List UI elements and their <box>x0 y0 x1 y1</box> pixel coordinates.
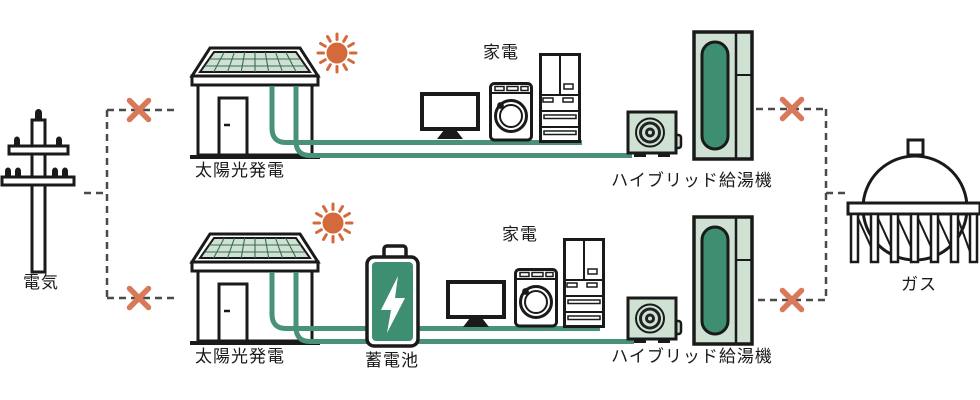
electricity-label: 電気 <box>23 273 59 293</box>
tv-icon <box>420 92 480 141</box>
solar-label-bottom: 太陽光発電 <box>195 347 285 367</box>
heater-label-top: ハイブリッド給湯機 <box>611 171 773 191</box>
gas-holder-icon <box>846 138 980 264</box>
battery-label: 蓄電池 <box>365 351 419 371</box>
solar-label-top: 太陽光発電 <box>195 161 285 181</box>
water-tank-icon <box>692 215 754 346</box>
washing-machine-icon <box>514 268 558 328</box>
refrigerator-icon <box>539 53 581 143</box>
gas-grid-dashed-connector <box>756 107 848 302</box>
battery-icon <box>365 244 420 348</box>
row-without-battery <box>188 30 754 161</box>
row-with-battery <box>188 202 754 348</box>
utility-pole-icon <box>0 107 76 274</box>
electric-grid-dashed-connector <box>84 108 177 300</box>
power-line-green <box>269 86 632 158</box>
washing-machine-icon <box>489 82 533 142</box>
power-line-green <box>269 272 634 344</box>
heater-label-bottom: ハイブリッド給湯機 <box>611 347 773 367</box>
tv-icon <box>446 280 506 329</box>
refrigerator-icon <box>563 238 605 328</box>
appliances-label-bottom: 家電 <box>502 225 538 245</box>
water-tank-icon <box>692 30 754 161</box>
sun-icon <box>316 32 358 74</box>
heat-pump-icon <box>626 296 683 345</box>
heat-pump-icon <box>626 110 683 159</box>
gas-label: ガス <box>901 275 937 295</box>
appliances-label-top: 家電 <box>483 43 519 63</box>
sun-icon <box>312 202 354 244</box>
